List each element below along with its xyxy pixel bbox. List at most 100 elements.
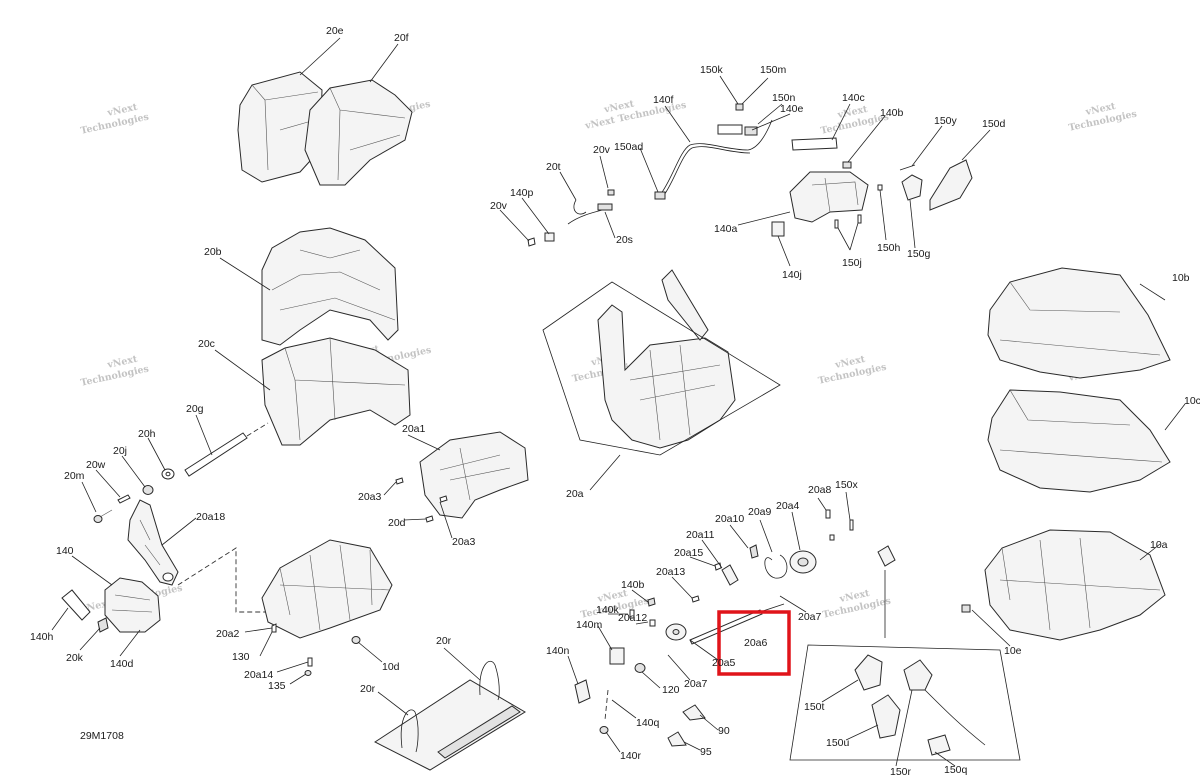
part-20v-clip[interactable] xyxy=(607,189,615,196)
part-90-trim[interactable] xyxy=(682,704,706,721)
label-20v: 20v xyxy=(490,200,508,212)
part-140r-clip[interactable] xyxy=(599,726,609,734)
part-20a18-side-bracket[interactable] xyxy=(127,499,179,586)
part-150t-connector[interactable] xyxy=(854,654,883,691)
part-150j-screw[interactable] xyxy=(857,214,862,224)
part-20c-seat-shell[interactable] xyxy=(261,337,411,446)
part-150u-connector[interactable] xyxy=(871,694,901,739)
part-20a8-screw[interactable] xyxy=(825,509,835,541)
part-10d-clip[interactable] xyxy=(351,636,361,644)
part-140n-button[interactable] xyxy=(574,679,591,704)
part-140a-handlebar-module[interactable] xyxy=(789,171,869,223)
part-150h-screw[interactable] xyxy=(877,184,883,191)
label-150k: 150k xyxy=(700,64,724,76)
part-20k-screw[interactable] xyxy=(97,617,109,633)
part-140k-screw[interactable] xyxy=(629,609,635,619)
part-20a11-lever[interactable] xyxy=(721,564,739,586)
part-150r-lamp[interactable] xyxy=(903,659,986,746)
part-20a14-screw[interactable] xyxy=(307,657,313,667)
label-20a6: 20a6 xyxy=(744,637,768,649)
part-10a-seat-base[interactable] xyxy=(984,529,1166,641)
part-20t-clip[interactable] xyxy=(573,199,587,215)
label-140b: 140b xyxy=(621,579,645,591)
part-20a5-cam[interactable] xyxy=(665,623,687,641)
part-20w-screw[interactable] xyxy=(117,494,131,504)
zoom-outline xyxy=(542,281,781,456)
label-20c: 20c xyxy=(198,338,215,350)
part-20a6-rod[interactable] xyxy=(689,603,785,645)
part-150n-connector[interactable] xyxy=(717,124,743,135)
part-140m-switch[interactable] xyxy=(609,647,625,665)
part-140e-connector[interactable] xyxy=(744,126,758,136)
label-20g: 20g xyxy=(186,403,204,415)
part-20a9-spring[interactable] xyxy=(764,554,788,579)
watermark: vNext Technologies xyxy=(80,102,150,137)
label-130: 130 xyxy=(232,651,250,663)
label-10c: 10c xyxy=(1184,395,1200,407)
part-95-trim[interactable] xyxy=(667,731,687,747)
part-150x-screw[interactable] xyxy=(849,519,854,531)
part-20m-bolt[interactable] xyxy=(93,509,113,523)
part-150-bracket-small[interactable] xyxy=(877,545,896,567)
part-20a1-seat-bracket[interactable] xyxy=(419,431,529,519)
part-120-knob[interactable] xyxy=(634,663,646,673)
part-10c-seat-cushion[interactable] xyxy=(987,389,1171,493)
label-140k: 140k xyxy=(596,604,620,616)
part-20a15-screw[interactable] xyxy=(714,562,722,571)
label-20a15: 20a15 xyxy=(674,547,703,559)
part-140c-lamp-bar[interactable] xyxy=(791,137,838,151)
part-20r-foam-base[interactable] xyxy=(374,679,526,771)
label-20a7: 20a7 xyxy=(684,678,708,690)
part-140-handle-assembly[interactable] xyxy=(104,577,161,633)
label-20r: 20r xyxy=(360,683,376,695)
label-150ad: 150ad xyxy=(614,141,643,153)
label-150n: 150n xyxy=(772,92,796,104)
part-20f-backrest-cover[interactable] xyxy=(304,79,413,186)
part-130-screw[interactable] xyxy=(271,623,277,633)
part-150j-screw[interactable] xyxy=(834,219,839,229)
part-20j-washer[interactable] xyxy=(142,485,154,495)
part-140j-switch[interactable] xyxy=(771,221,785,237)
part-20a2-seat-base[interactable] xyxy=(261,539,393,639)
assembly-line xyxy=(177,547,278,613)
part-20a3-screw[interactable] xyxy=(395,477,404,485)
part-20g-shaft[interactable] xyxy=(184,422,269,477)
label-20a: 20a xyxy=(566,488,584,500)
part-140f-harness[interactable] xyxy=(654,119,773,200)
part-20d-screw[interactable] xyxy=(425,515,434,523)
part-10e-clip[interactable] xyxy=(961,604,971,613)
part-140p-connector[interactable] xyxy=(544,232,555,242)
part-20s-harness[interactable] xyxy=(567,203,613,225)
part-20h-washer[interactable] xyxy=(161,468,175,480)
label-150m: 150m xyxy=(760,64,787,76)
part-135-nut[interactable] xyxy=(304,670,312,676)
label-150t: 150t xyxy=(804,701,825,713)
part-20a13-screw[interactable] xyxy=(691,595,700,603)
watermark: vNext Technologies xyxy=(817,354,887,387)
part-140b-switch[interactable] xyxy=(647,597,656,607)
part-20a4-pulley[interactable] xyxy=(789,550,817,574)
part-150g-lamp[interactable] xyxy=(901,174,923,201)
part-140q-wire[interactable] xyxy=(604,689,609,721)
label-20a10: 20a10 xyxy=(715,513,744,525)
label-140r: 140r xyxy=(620,750,642,762)
part-20a3-screw[interactable] xyxy=(439,495,448,503)
part-10b-seat-cushion[interactable] xyxy=(987,267,1171,379)
part-20v-clip[interactable] xyxy=(527,237,536,247)
part-140h-grip[interactable] xyxy=(61,589,91,621)
part-150y-wire[interactable] xyxy=(899,164,916,171)
part-150d-bracket[interactable] xyxy=(929,159,973,211)
label-140n: 140n xyxy=(546,645,570,657)
part-20b-backrest[interactable] xyxy=(261,227,399,346)
part-20a-seat-frame[interactable] xyxy=(597,269,736,449)
part-140b-switch[interactable] xyxy=(842,161,852,169)
part-20r-loop-strap[interactable] xyxy=(400,660,500,753)
part-20a12-screw[interactable] xyxy=(649,619,656,627)
part-150q-connector[interactable] xyxy=(927,734,951,756)
label-150r: 150r xyxy=(890,766,912,777)
label-10a: 10a xyxy=(1150,539,1168,551)
part-150k-connector[interactable] xyxy=(735,103,744,111)
part-20a10-spring[interactable] xyxy=(749,544,759,559)
